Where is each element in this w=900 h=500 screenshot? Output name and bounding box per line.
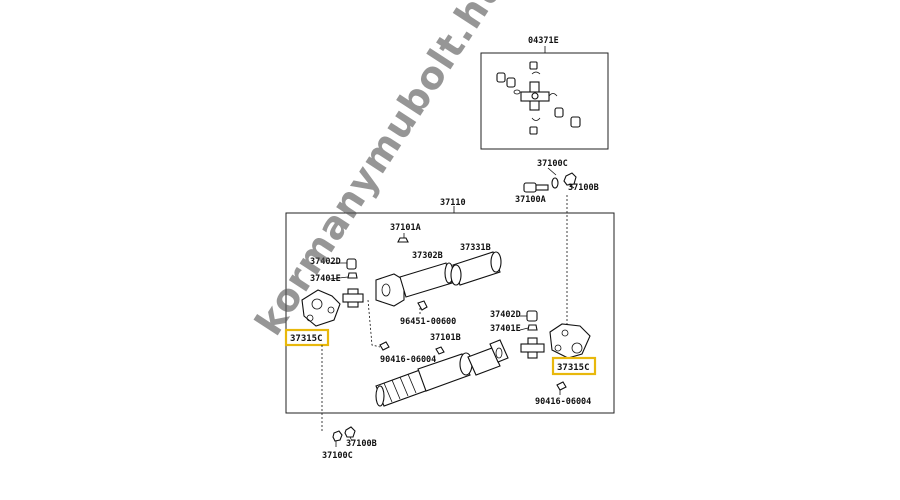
label-bearing-right: 37402D: [490, 310, 521, 320]
drive-shaft-tube: [375, 339, 509, 407]
label-grease-nipple: 96451-00600: [400, 317, 456, 327]
label-bolt-upper-b: 37100B: [568, 183, 599, 193]
label-snap-left: 90416-06004: [380, 355, 436, 365]
shaft-assembly-frame: [285, 212, 615, 414]
label-fitting: 37101B: [430, 333, 461, 343]
label-snap-right: 90416-06004: [535, 397, 591, 407]
snap-ring-right: [556, 381, 567, 391]
snap-ring-left: [379, 341, 390, 351]
label-yoke: 37302B: [412, 251, 443, 261]
slip-yoke: [375, 262, 454, 307]
fitting-part: [435, 346, 445, 355]
label-flange-right: 37315C: [557, 363, 590, 373]
kit-inset-box: [480, 52, 609, 150]
kit-inset-parts: [496, 61, 581, 135]
label-bolt-upper-a: 37100A: [515, 195, 546, 205]
grease-nipple-part: [417, 300, 428, 311]
highlight-flange-right: [551, 356, 597, 376]
label-bolt-lower-c: 37100C: [322, 451, 353, 461]
label-kit-group: 04371E: [528, 36, 559, 46]
label-cross-left: 37401E: [310, 274, 341, 284]
highlight-flange-left: [284, 328, 330, 347]
nipple-part: [397, 237, 409, 243]
boot-part: [450, 251, 502, 286]
label-bearing-left: 37402D: [310, 257, 341, 267]
left-joint-parts: [301, 258, 364, 327]
label-cross-right: 37401E: [490, 324, 521, 334]
right-joint-parts: [519, 310, 591, 359]
upper-bolt-group: [523, 167, 577, 193]
label-nipple: 37101A: [390, 223, 421, 233]
label-bolt-lower-b: 37100B: [346, 439, 377, 449]
label-boot: 37331B: [460, 243, 491, 253]
lower-bolt-group: [332, 426, 356, 447]
label-flange-left: 37315C: [290, 334, 323, 344]
label-shaft-assy: 37110: [440, 198, 466, 208]
label-bolt-upper-c: 37100C: [537, 159, 568, 169]
